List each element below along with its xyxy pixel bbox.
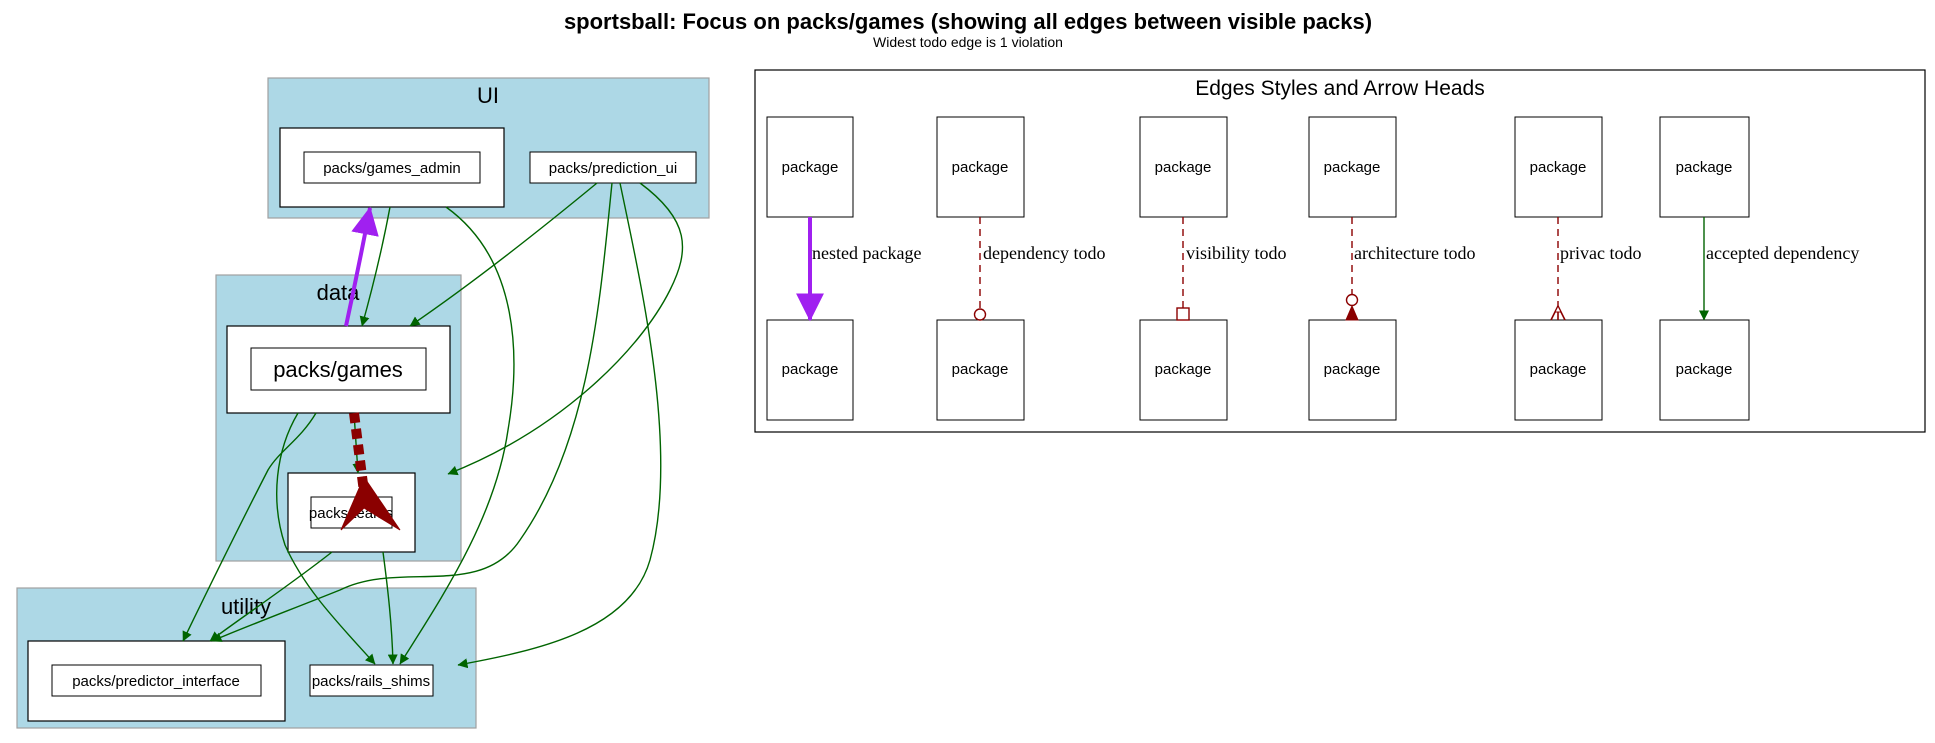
edge-games-to-games-admin	[344, 206, 379, 327]
legend-edge-label: accepted dependency	[1706, 243, 1859, 263]
edge-games-admin-to-games	[359, 206, 391, 327]
node-predictor-interface-label: packs/predictor_interface	[72, 673, 240, 690]
legend-node-label: package	[1676, 159, 1733, 176]
edge-games-to-teams-todo-head	[340, 475, 401, 531]
legend-item-dependency-todo: package package dependency todo	[936, 116, 1105, 421]
legend-edge-label: dependency todo	[983, 243, 1105, 263]
node-games-label: packs/games	[273, 357, 403, 382]
legend-item-architecture-todo: package package architecture todo	[1308, 116, 1475, 421]
legend-node-label: package	[952, 361, 1009, 378]
legend-edge-label: visibility todo	[1186, 243, 1287, 263]
legend-node-label: package	[952, 159, 1009, 176]
legend-title: Edges Styles and Arrow Heads	[1195, 77, 1485, 100]
cluster-ui-label: UI	[477, 83, 499, 108]
diagram-subtitle: Widest todo edge is 1 violation	[873, 34, 1063, 50]
node-predictor-interface[interactable]: packs/predictor_interface	[27, 640, 286, 722]
legend-edge-label: nested package	[812, 243, 921, 263]
node-prediction-ui[interactable]: packs/prediction_ui	[529, 151, 697, 184]
edge-prediction-ui-to-rails-shims	[457, 182, 662, 669]
edge-teams-to-rails-shims	[382, 551, 398, 665]
diagram-title: sportsball: Focus on packs/games (showin…	[564, 9, 1372, 34]
edge-games-to-teams-todo	[349, 412, 369, 493]
legend: Edges Styles and Arrow Heads package pac…	[754, 69, 1926, 433]
edge-prediction-ui-to-predictor-interface	[211, 182, 613, 642]
legend-item-visibility-todo: package package visibility todo	[1139, 116, 1287, 421]
legend-node-label: package	[1530, 159, 1587, 176]
legend-node-label: package	[1324, 361, 1381, 378]
legend-node-label: package	[1530, 361, 1587, 378]
legend-edge-label: privac todo	[1560, 243, 1641, 263]
edge-games-to-predictor-interface	[182, 412, 317, 642]
legend-node-label: package	[782, 361, 839, 378]
legend-item-nested-package: package package nested package	[766, 116, 921, 421]
node-games-admin[interactable]: packs/games_admin	[279, 127, 505, 208]
node-rails-shims[interactable]: packs/rails_shims	[309, 664, 434, 697]
edges	[182, 182, 684, 669]
legend-node-label: package	[1155, 361, 1212, 378]
legend-node-label: package	[782, 159, 839, 176]
legend-item-privacy-todo: package package privac todo	[1514, 116, 1641, 421]
legend-item-accepted-dependency: package package accepted dependency	[1659, 116, 1859, 421]
edge-games-admin-to-rails-shims	[399, 206, 515, 665]
legend-edge-label: architecture todo	[1354, 243, 1475, 263]
node-rails-shims-label: packs/rails_shims	[312, 673, 430, 690]
node-prediction-ui-label: packs/prediction_ui	[549, 160, 677, 177]
node-games-admin-label: packs/games_admin	[323, 160, 461, 177]
edge-prediction-ui-to-games	[409, 182, 598, 327]
node-games[interactable]: packs/games	[226, 325, 451, 414]
legend-node-label: package	[1155, 159, 1212, 176]
legend-node-label: package	[1324, 159, 1381, 176]
edge-teams-to-predictor-interface	[209, 551, 333, 642]
legend-node-label: package	[1676, 361, 1733, 378]
edge-prediction-ui-to-teams	[447, 182, 684, 476]
edge-games-to-rails-shims	[276, 412, 376, 665]
